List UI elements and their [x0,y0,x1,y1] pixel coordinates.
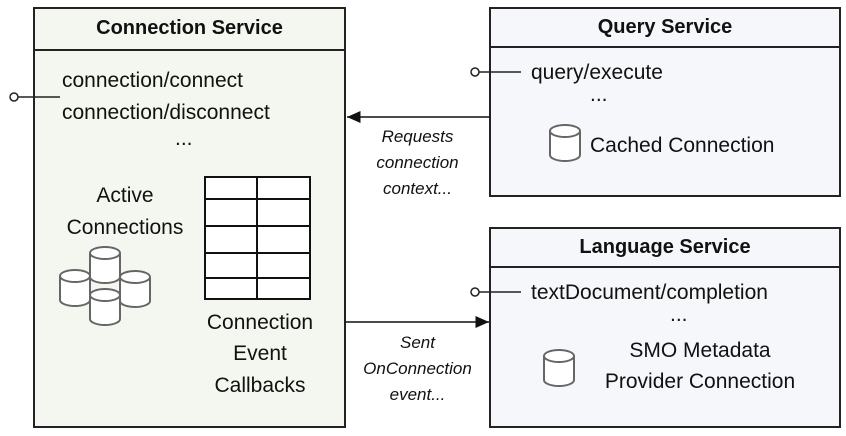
sent-label-1: Sent [400,333,435,352]
sent-arrow-label: Sent OnConnection event... [350,330,485,408]
cached-connection-label: Cached Connection [590,134,775,157]
cached-connection-database-icon [549,124,581,162]
request-label-2: connection [376,153,459,172]
active-connections-label-1: Active [96,184,154,207]
callbacks-table-icon [204,176,311,300]
query-ellipsis: ... [590,83,608,106]
connection-service-title: Connection Service [96,17,283,39]
active-connections-label-2: Connections [66,216,184,239]
endpoint-disconnect: connection/disconnect [62,101,270,124]
smo-connection-database-icon [543,349,575,387]
language-ellipsis: ... [670,303,688,326]
endpoint-text-document-completion: textDocument/completion [531,281,768,304]
sent-label-2: OnConnection [363,359,472,378]
query-service-title: Query Service [597,16,733,38]
endpoint-connect: connection/connect [62,69,243,92]
endpoint-query-execute: query/execute [531,61,663,84]
query-interface-icon [470,67,521,77]
request-label-1: Requests [381,127,454,146]
connection-interface-icon [9,92,60,102]
callbacks-label-3: Callbacks [214,374,306,397]
language-service-box [489,227,841,428]
callbacks-label-2: Event [233,342,287,365]
sent-label-3: event... [389,385,446,404]
callbacks-label-1: Connection [206,311,314,334]
connection-ellipsis: ... [175,127,193,150]
request-label-3: context... [383,179,452,198]
language-service-title: Language Service [579,236,751,258]
request-arrow-label: Requests connection context... [350,124,485,202]
query-service-box [489,7,841,197]
smo-label-1: SMO Metadata [629,339,771,362]
language-interface-icon [470,287,521,297]
smo-label-2: Provider Connection [604,370,796,393]
